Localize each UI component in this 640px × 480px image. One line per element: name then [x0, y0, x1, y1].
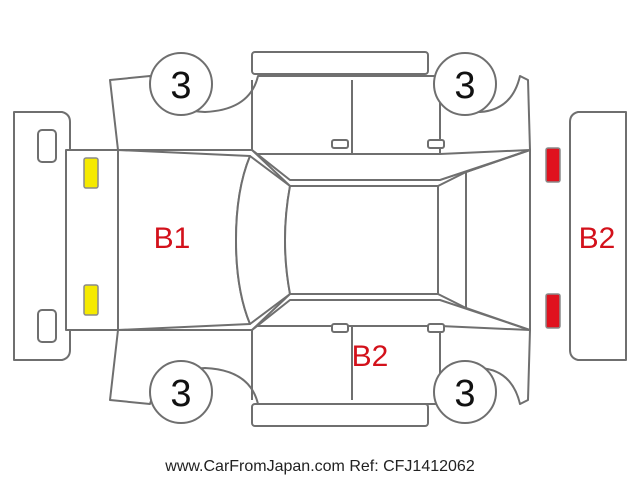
tire-front-left: 3: [149, 52, 213, 116]
left-step-board: [251, 51, 429, 75]
rear-bumper: [569, 111, 627, 361]
right-step-board: [251, 403, 429, 427]
headlamp-right: [83, 284, 99, 316]
tire-front-right-grade: 3: [170, 373, 191, 415]
tire-front-left-grade: 3: [170, 65, 191, 107]
tire-front-right: 3: [149, 360, 213, 424]
tire-rear-left: 3: [433, 52, 497, 116]
tire-rear-right-grade: 3: [454, 373, 475, 415]
front-bumper: [13, 111, 71, 361]
taillamp-right: [545, 293, 561, 329]
headlamp-left: [83, 157, 99, 189]
tire-rear-left-grade: 3: [454, 65, 475, 107]
rear-glass: [437, 171, 467, 309]
damage-code-right-side: B2: [352, 340, 389, 373]
top-view-body: [65, 149, 531, 331]
tailgate-panel: [465, 149, 531, 331]
tire-rear-right: 3: [433, 360, 497, 424]
damage-code-rear-bumper: B2: [579, 222, 616, 255]
roof-panel: [284, 185, 439, 295]
damage-code-hood: B1: [154, 222, 191, 255]
watermark-text: www.CarFromJapan.com Ref: CFJ1412062: [165, 458, 475, 475]
windshield: [235, 155, 291, 325]
taillamp-left: [545, 147, 561, 183]
